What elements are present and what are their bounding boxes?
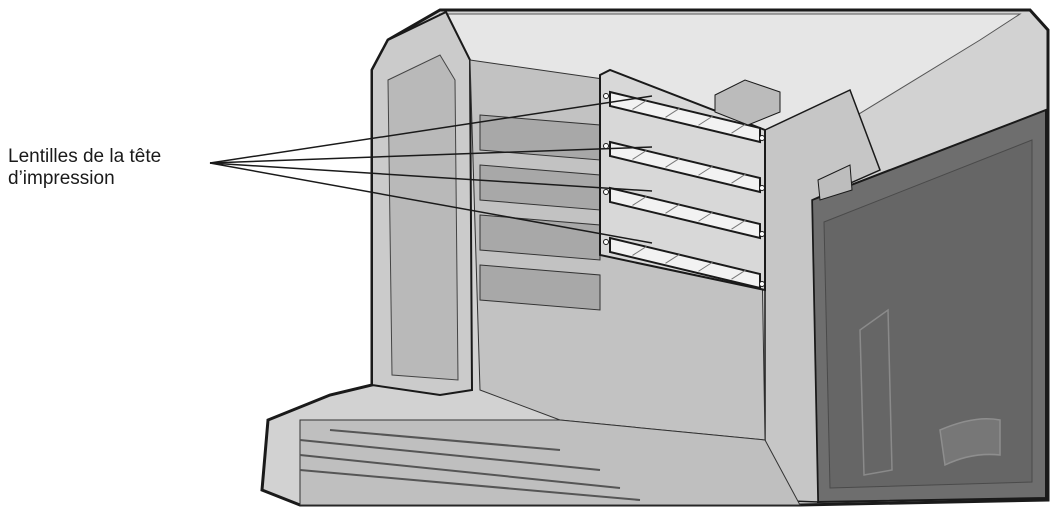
callout-leaders	[209, 95, 653, 244]
leader-line-4	[209, 162, 653, 244]
top-block	[714, 79, 781, 126]
side-panel-handle	[939, 418, 1001, 467]
leader-line-2	[209, 146, 653, 164]
side-panel-slot	[859, 308, 893, 476]
door-latch	[817, 164, 853, 201]
side-panel-recess	[823, 139, 1033, 489]
leader-line-1	[209, 95, 653, 164]
lens-2	[603, 140, 765, 194]
leader-line-3	[209, 162, 653, 192]
lens-1	[603, 90, 765, 144]
lens-windows	[603, 90, 765, 290]
callout-label: Lentilles de la tête d’impression	[8, 146, 161, 190]
cartridge-slots	[479, 114, 601, 311]
roller-area	[299, 419, 801, 506]
rollers	[299, 429, 641, 501]
lens-3	[603, 186, 765, 240]
lens-4	[603, 236, 765, 290]
callout-label-line2: d’impression	[8, 168, 115, 189]
left-cover-inner	[387, 54, 459, 381]
callout-label-line1: Lentilles de la tête	[8, 146, 162, 167]
